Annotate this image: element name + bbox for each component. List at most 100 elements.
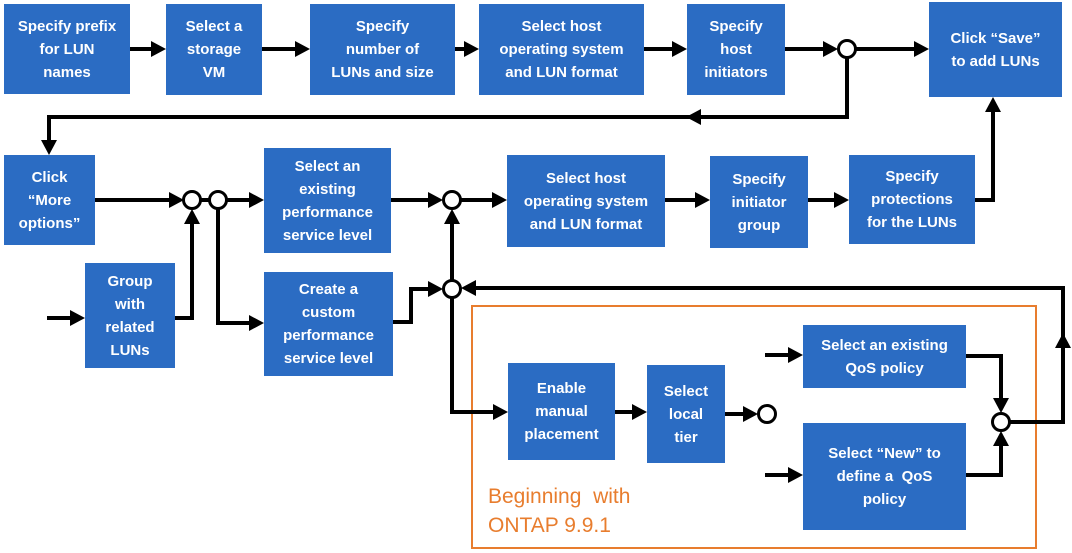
flow-node-select-host-os-1: Select host operating system and LUN forma… bbox=[479, 4, 644, 95]
junction-circle bbox=[442, 190, 462, 210]
arrowhead-icon bbox=[1055, 333, 1071, 348]
flow-node-label: manual bbox=[535, 403, 588, 420]
flow-node-label: Click “Save” bbox=[950, 29, 1041, 47]
arrowhead-icon bbox=[461, 280, 476, 296]
connector-line bbox=[765, 473, 790, 477]
connector-line bbox=[725, 412, 745, 416]
arrowhead-icon bbox=[169, 192, 184, 208]
flow-node-label: placement bbox=[524, 426, 599, 443]
arrowhead-icon bbox=[492, 192, 507, 208]
ontap-region-outline bbox=[471, 305, 1037, 549]
connector-line bbox=[95, 198, 170, 202]
connector-line bbox=[47, 115, 51, 142]
flow-node-label: VM bbox=[202, 64, 226, 81]
arrowhead-icon bbox=[914, 41, 929, 57]
arrowhead-icon bbox=[985, 97, 1001, 112]
connector-line bbox=[47, 316, 72, 320]
flow-node-specify-protections: Specify protections for the LUNs bbox=[849, 155, 975, 244]
flow-node-label: existing bbox=[299, 180, 356, 198]
flow-node-label: Click bbox=[31, 168, 68, 186]
flow-node-label: operating system bbox=[499, 41, 624, 58]
connector-line bbox=[450, 298, 454, 414]
flow-node-label: tier bbox=[674, 428, 698, 446]
flow-node-label: Select bbox=[663, 382, 709, 400]
connector-line bbox=[227, 198, 251, 202]
arrowhead-icon bbox=[695, 192, 710, 208]
flow-node-label: LUNs bbox=[110, 341, 150, 359]
flow-node-label: Select host bbox=[521, 18, 602, 35]
flow-node-label: operating system bbox=[523, 192, 649, 210]
arrowhead-icon bbox=[632, 404, 647, 420]
flow-node-label: service level bbox=[283, 350, 374, 367]
arrowhead-icon bbox=[464, 41, 479, 57]
flow-node-label: Specify prefix bbox=[17, 17, 117, 35]
connector-line bbox=[966, 354, 1003, 358]
connector-line bbox=[393, 320, 413, 324]
arrowhead-icon bbox=[788, 347, 803, 363]
flow-node-label: initiators bbox=[704, 64, 768, 81]
flow-node-label: define a QoS bbox=[836, 468, 933, 485]
arrowhead-icon bbox=[249, 315, 264, 331]
arrowhead-icon bbox=[428, 192, 443, 208]
arrowhead-icon bbox=[686, 109, 701, 125]
arrowhead-icon bbox=[788, 467, 803, 483]
arrowhead-icon bbox=[834, 192, 849, 208]
connector-line bbox=[856, 47, 916, 51]
flow-node-label: names bbox=[43, 63, 91, 81]
flow-node-click-save: Click “Save” to add LUNs bbox=[929, 2, 1062, 97]
connector-line bbox=[1061, 286, 1065, 424]
junction-circle bbox=[442, 279, 462, 299]
connector-line bbox=[975, 198, 995, 202]
connector-line bbox=[450, 224, 454, 281]
flow-node-label: Select an bbox=[294, 157, 361, 175]
flow-node-label: Specify bbox=[355, 18, 410, 35]
arrowhead-icon bbox=[295, 41, 310, 57]
flow-node-label: initiator bbox=[731, 193, 787, 211]
flow-node-label: and LUN format bbox=[505, 64, 618, 81]
arrowhead-icon bbox=[993, 398, 1009, 413]
flow-node-label: Create a bbox=[298, 281, 359, 298]
connector-line bbox=[262, 47, 297, 51]
flow-node-label: Specify bbox=[885, 168, 939, 185]
flow-node-label: for the LUNs bbox=[867, 214, 957, 231]
connector-line bbox=[615, 410, 634, 414]
junction-circle bbox=[991, 412, 1011, 432]
connector-line bbox=[991, 111, 995, 202]
flow-node-label: protections bbox=[871, 191, 953, 208]
arrowhead-icon bbox=[41, 140, 57, 155]
connector-line bbox=[409, 287, 413, 324]
junction-circle bbox=[182, 190, 202, 210]
flow-node-specify-prefix: Specify prefix for LUN names bbox=[4, 4, 130, 94]
flow-node-label: for LUN bbox=[39, 40, 95, 58]
arrowhead-icon bbox=[428, 281, 443, 297]
arrowhead-icon bbox=[184, 209, 200, 224]
flow-node-label: group bbox=[737, 216, 781, 234]
connector-line bbox=[1010, 420, 1065, 424]
flow-node-label: local bbox=[668, 405, 704, 423]
arrowhead-icon bbox=[672, 41, 687, 57]
connector-line bbox=[391, 198, 430, 202]
flow-node-label: Select host bbox=[545, 169, 627, 187]
connector-line bbox=[47, 115, 849, 119]
flow-node-label: to add LUNs bbox=[951, 52, 1040, 70]
flow-node-label: custom bbox=[301, 304, 356, 321]
ontap-version-caption: Beginning with ONTAP 9.9.1 bbox=[488, 482, 630, 540]
arrowhead-icon bbox=[993, 431, 1009, 446]
connector-line bbox=[999, 446, 1003, 477]
connector-line bbox=[845, 58, 849, 119]
flow-node-label: service level bbox=[282, 226, 373, 244]
flow-node-select-local-tier: Select local tier bbox=[647, 365, 725, 463]
connector-line bbox=[450, 410, 495, 414]
flow-node-label: Select a bbox=[185, 18, 243, 35]
flow-node-label: storage bbox=[186, 41, 242, 58]
flow-node-label: with bbox=[115, 295, 145, 313]
